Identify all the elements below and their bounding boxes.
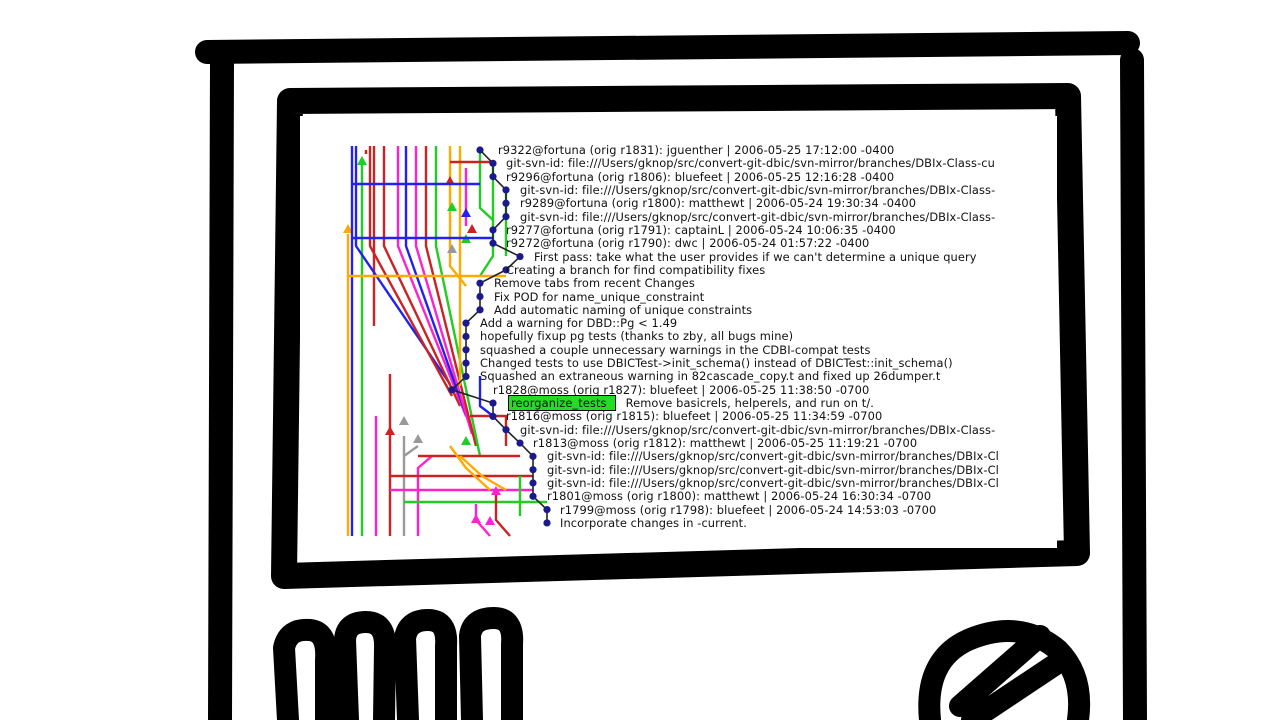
commit-row[interactable]: r9277@fortuna (orig r1791): captainL | 2…: [506, 222, 896, 237]
commit-dot[interactable]: [462, 319, 470, 327]
branch-arrow: [471, 514, 481, 523]
screen-display: r9322@fortuna (orig r1831): jguenther | …: [300, 116, 1057, 548]
commit-row[interactable]: Fix POD for name_unique_constraint: [494, 289, 705, 304]
commit-row[interactable]: r9272@fortuna (orig r1790): dwc | 2006-0…: [506, 236, 870, 251]
commit-row[interactable]: Incorporate changes in -current.: [560, 515, 747, 530]
branch-line: [434, 146, 482, 457]
commit-row[interactable]: git-svn-id: file:///Users/gknop/src/conv…: [520, 182, 996, 197]
commit-dot[interactable]: [489, 399, 497, 407]
branch-tag[interactable]: reorganize_tests: [508, 395, 616, 412]
commit-row[interactable]: Add automatic naming of unique constrain…: [494, 302, 753, 317]
branch-line: [396, 146, 468, 417]
commit-dot[interactable]: [516, 252, 524, 261]
branch-arrow: [357, 156, 367, 165]
branch-arrow: [447, 202, 457, 211]
commit-dot[interactable]: [462, 372, 470, 381]
commit-dot[interactable]: [502, 186, 510, 194]
commit-dot[interactable]: [516, 439, 524, 447]
commit-dot[interactable]: [489, 226, 497, 234]
commit-dot[interactable]: [489, 239, 497, 247]
commit-row[interactable]: r1813@moss (orig r1812): matthewt | 2006…: [533, 436, 918, 451]
commit-row[interactable]: Add a warning for DBD::Pg < 1.49: [480, 316, 678, 331]
branch-line: [354, 146, 451, 385]
branch-arrow: [385, 426, 395, 435]
commit-dot[interactable]: [476, 292, 484, 301]
commit-dot[interactable]: [502, 199, 510, 207]
commit-dot[interactable]: [476, 146, 484, 154]
branch-arrow: [445, 176, 455, 185]
commit-row[interactable]: r9289@fortuna (orig r1800): matthewt | 2…: [520, 196, 917, 211]
commit-row[interactable]: First pass: take what the user provides …: [534, 249, 977, 264]
commit-row[interactable]: r1801@moss (orig r1800): matthewt | 2006…: [547, 489, 932, 504]
commit-row[interactable]: git-svn-id: file:///Users/gknop/src/conv…: [547, 462, 999, 477]
commit-dot[interactable]: [543, 519, 551, 527]
commit-row[interactable]: git-svn-id: file:///Users/gknop/src/conv…: [547, 449, 999, 464]
commit-row[interactable]: hopefully fixup pg tests (thanks to zby,…: [480, 329, 794, 344]
commit-row[interactable]: Creating a branch for find compatibility…: [506, 262, 766, 277]
branch-arrow: [485, 516, 495, 525]
commit-dot[interactable]: [462, 346, 470, 354]
screen-bezel: [271, 83, 1090, 589]
commit-row[interactable]: Squashed an extraneous warning in 82casc…: [480, 369, 941, 384]
commit-row[interactable]: git-svn-id: file:///Users/gknop/src/conv…: [547, 476, 999, 490]
commit-dot[interactable]: [529, 452, 537, 460]
commit-dot[interactable]: [462, 332, 470, 341]
branch-line: [478, 376, 494, 417]
commit-graph: [343, 146, 551, 537]
commit-dot[interactable]: [462, 359, 470, 367]
commit-row[interactable]: git-svn-id: file:///Users/gknop/src/conv…: [506, 156, 995, 171]
branch-line: [449, 445, 491, 491]
commit-row[interactable]: Changed tests to use DBICTest->init_sche…: [480, 356, 953, 371]
branch-arrow: [467, 224, 477, 233]
commit-row[interactable]: Remove tabs from recent Changes: [494, 276, 695, 291]
branch-line: [494, 490, 511, 537]
commit-dot[interactable]: [489, 173, 497, 181]
branch-line: [448, 146, 467, 287]
commit-row[interactable]: reorganize_tests Remove basicrels, helper…: [508, 395, 875, 412]
commit-row[interactable]: squashed a couple unnecessary warnings i…: [480, 342, 871, 357]
commit-row[interactable]: r9322@fortuna (orig r1831): jguenther | …: [498, 143, 895, 157]
branch-arrow: [343, 224, 353, 233]
commit-dot[interactable]: [529, 492, 537, 500]
commit-row[interactable]: git-svn-id: file:///Users/gknop/src/conv…: [520, 209, 996, 224]
branch-line: [404, 146, 472, 427]
commit-row[interactable]: git-svn-id: file:///Users/gknop/src/conv…: [520, 422, 996, 437]
device-buttons: [273, 607, 524, 720]
commit-row[interactable]: r9296@fortuna (orig r1806): bluefeet | 2…: [506, 169, 895, 184]
branch-arrow: [399, 416, 409, 425]
commit-dot[interactable]: [489, 412, 497, 420]
device-dial: [918, 620, 1091, 720]
commit-dot[interactable]: [529, 466, 537, 474]
branch-line: [382, 146, 462, 407]
branch-arrow: [461, 208, 471, 217]
commit-dot[interactable]: [476, 279, 484, 287]
commit-dot[interactable]: [448, 386, 456, 394]
branch-line: [368, 146, 454, 397]
commit-dot[interactable]: [502, 426, 510, 434]
commit-row[interactable]: r1828@moss (orig r1827): bluefeet | 2006…: [493, 382, 870, 397]
device-outer-frame: [195, 31, 1147, 720]
commit-dot[interactable]: [502, 266, 510, 274]
branch-line: [470, 414, 508, 446]
commit-dot[interactable]: [502, 213, 510, 221]
commit-dot[interactable]: [476, 306, 484, 314]
branch-line: [416, 455, 433, 536]
branch-line: [414, 146, 474, 435]
branch-line: [459, 455, 507, 492]
commit-row[interactable]: r1799@moss (orig r1798): bluefeet | 2006…: [560, 502, 937, 517]
commit-dot[interactable]: [543, 506, 551, 514]
commit-message: Remove basicrels, helperels, and run on …: [625, 396, 875, 411]
commit-row[interactable]: r1816@moss (orig r1815): bluefeet | 2006…: [506, 409, 883, 424]
branch-arrow: [461, 436, 471, 445]
branch-line: [478, 162, 495, 277]
branch-arrow: [491, 486, 501, 495]
commit-dot[interactable]: [489, 159, 497, 167]
branch-arrow: [447, 244, 457, 253]
branch-line: [478, 150, 494, 221]
branch-arrow: [413, 434, 423, 443]
commit-dot[interactable]: [529, 479, 537, 487]
